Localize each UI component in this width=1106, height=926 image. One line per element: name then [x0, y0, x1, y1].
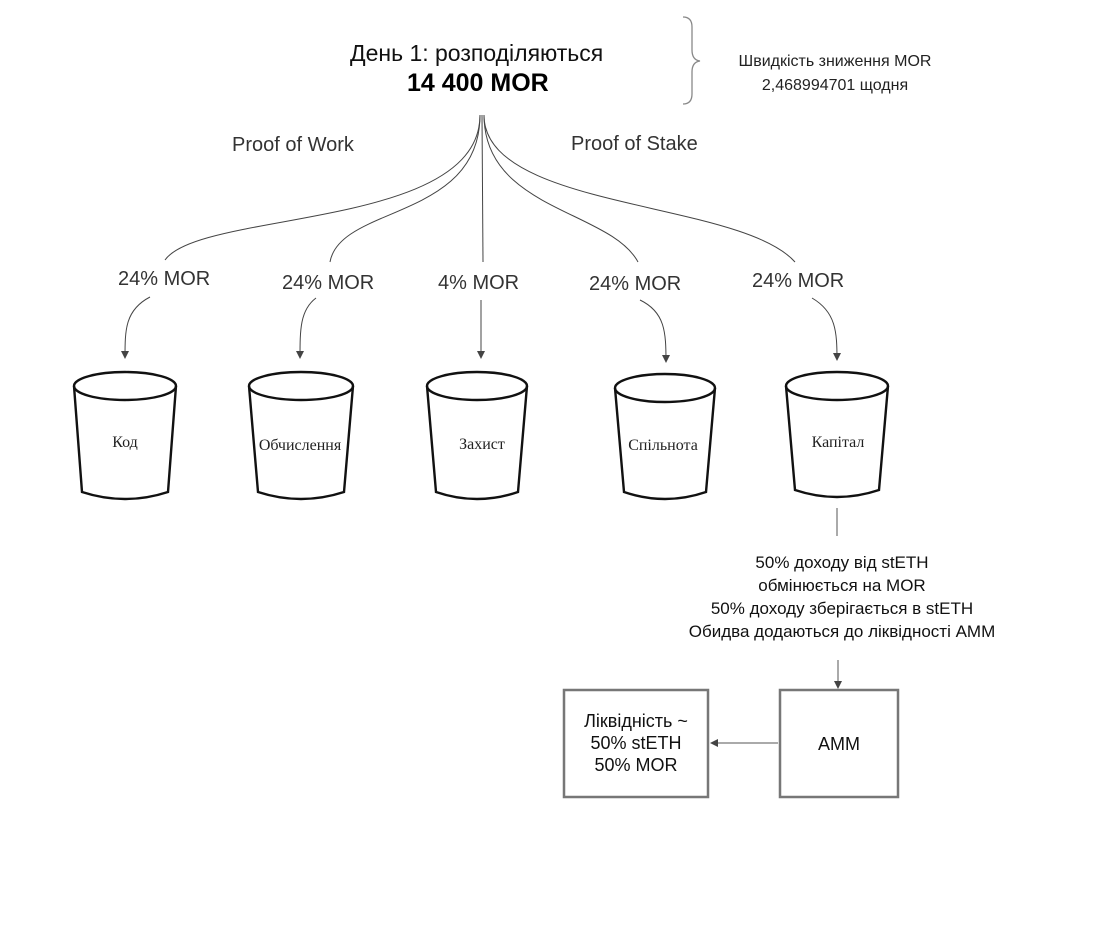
distribution-curves — [164, 114, 796, 263]
bucket-code — [72, 370, 178, 501]
decay-rate-note: Швидкість зниження MOR 2,468994701 щодня — [710, 50, 960, 98]
total-amount: 14 400 MOR — [407, 69, 549, 97]
capital-flow-line-3: 50% доходу зберігається в stETH — [710, 599, 974, 618]
bucket-label-security: Захист — [459, 436, 505, 453]
curve-to-community — [483, 114, 639, 263]
liquidity-box-frame — [562, 688, 710, 799]
liquidity-line-2: 50% stETH — [590, 733, 682, 753]
decay-rate-label: Швидкість зниження MOR — [738, 53, 932, 70]
arrow-to-capital — [811, 297, 841, 361]
liquidity-box-text: Ліквідність ~ 50% stETH 50% MOR — [564, 710, 708, 776]
curve-to-security — [481, 114, 484, 263]
liquidity-line-1: Ліквідність ~ — [584, 711, 688, 731]
capital-flow-line-4: Обидва додаються до ліквідності AMM — [688, 622, 996, 641]
bucket-label-capital: Капітал — [811, 434, 865, 451]
code-percent: 24% MOR — [118, 268, 211, 290]
bucket-community — [613, 372, 717, 501]
proof-of-stake-label: Proof of Stake — [571, 133, 698, 155]
liquidity-line-3: 50% MOR — [594, 755, 678, 775]
bucket-label-community: Спільнота — [628, 437, 698, 454]
day-title: День 1: розподіляються — [350, 40, 604, 66]
bucket-label-code: Код — [112, 434, 138, 451]
amm-label: AMM — [818, 734, 860, 754]
community-percent: 24% MOR — [589, 273, 682, 295]
bucket-label-compute: Обчислення — [258, 437, 342, 454]
amm-box-frame — [778, 688, 900, 799]
bucket-capital — [784, 370, 890, 499]
capital-flow-note: 50% доходу від stETH обмінюється на MOR … — [662, 551, 1022, 643]
arrow-to-community — [639, 299, 670, 363]
curve-to-code — [164, 114, 481, 261]
bucket-compute — [247, 370, 355, 501]
capital-flow-line-1: 50% доходу від stETH — [755, 553, 929, 572]
compute-percent: 24% MOR — [282, 272, 375, 294]
capital-percent: 24% MOR — [752, 270, 845, 292]
arrow-to-compute — [296, 297, 317, 359]
curve-to-capital — [483, 114, 796, 263]
curve-to-compute — [329, 114, 481, 263]
security-percent: 4% MOR — [438, 272, 520, 294]
proof-of-work-label: Proof of Work — [232, 134, 354, 156]
decay-rate-value: 2,468994701 щодня — [761, 77, 909, 94]
bucket-security — [425, 370, 529, 501]
capital-flow-line-2: обмінюється на MOR — [758, 576, 926, 595]
curly-brace — [682, 16, 701, 105]
bucket-arrows — [121, 296, 841, 363]
arrow-to-code — [121, 296, 151, 359]
